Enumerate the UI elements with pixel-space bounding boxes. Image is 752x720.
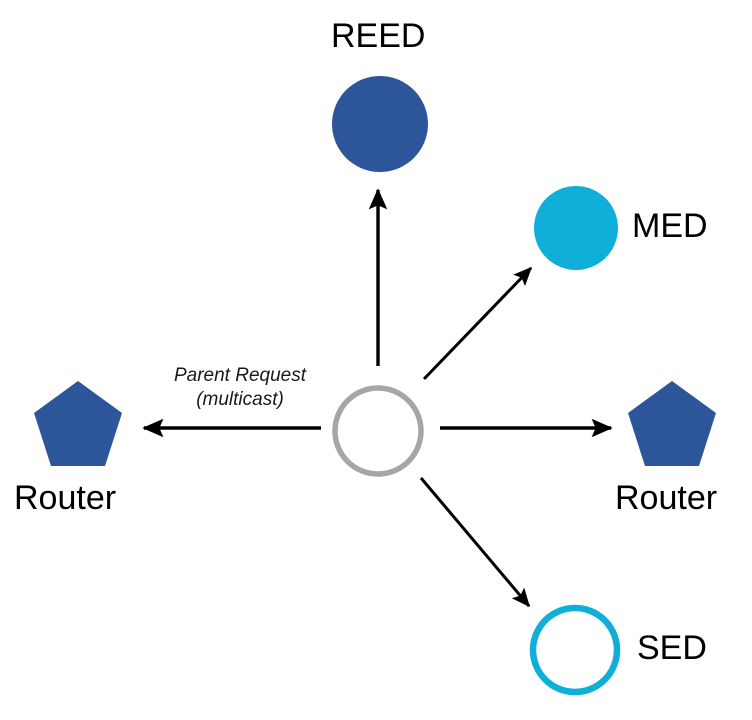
router-right-node[interactable] bbox=[628, 381, 716, 466]
router-left-node[interactable] bbox=[34, 381, 122, 466]
sed-node-label: SED bbox=[637, 629, 707, 667]
joining-device-node[interactable] bbox=[332, 385, 424, 477]
parent-request-line-1: Parent Request bbox=[173, 365, 307, 386]
router-right-node-label: Router bbox=[615, 479, 718, 517]
router-left-node-label: Router bbox=[14, 479, 117, 517]
sed-node[interactable] bbox=[529, 604, 621, 696]
edge-to-med bbox=[422, 266, 533, 381]
reed-node[interactable] bbox=[332, 76, 428, 172]
med-node-label: MED bbox=[632, 207, 708, 245]
edge-layer bbox=[142, 188, 613, 608]
med-node[interactable] bbox=[534, 186, 618, 270]
edge-to-sed bbox=[419, 477, 531, 608]
node-layer bbox=[34, 76, 716, 696]
parent-request-line-2: (multicast) bbox=[196, 388, 284, 410]
parent-request-edge-label: Parent Request (multicast) bbox=[155, 364, 325, 412]
reed-node-label: REED bbox=[331, 17, 426, 55]
